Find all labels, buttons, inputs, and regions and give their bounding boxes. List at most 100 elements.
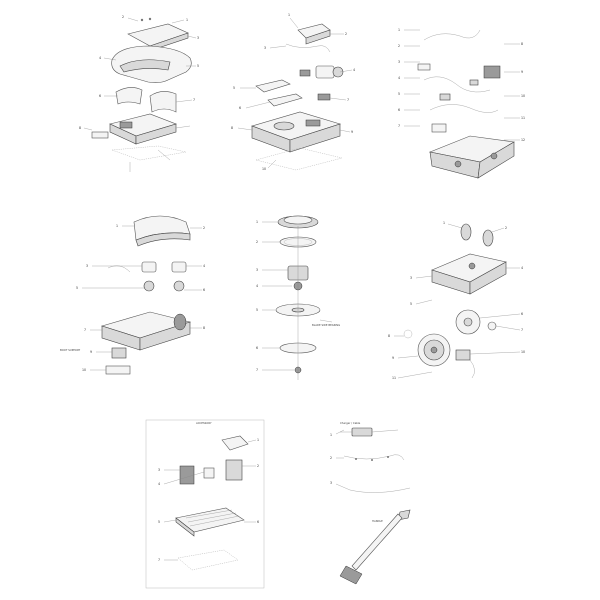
svg-text:4: 4 (398, 76, 400, 80)
svg-text:5: 5 (197, 64, 199, 68)
drive-motors-part (107, 261, 187, 292)
svg-text:2: 2 (203, 226, 205, 230)
svg-text:9: 9 (351, 130, 353, 134)
svg-text:2: 2 (257, 464, 259, 468)
cable-set-part (343, 454, 411, 493)
svg-text:6: 6 (398, 108, 400, 112)
svg-text:8: 8 (521, 42, 523, 46)
svg-text:5: 5 (410, 302, 412, 306)
panel-electronics-chassis: 12 34 56 78 910 (231, 13, 355, 171)
svg-text:10: 10 (521, 350, 525, 354)
svg-text:5: 5 (233, 86, 235, 90)
svg-text:4: 4 (158, 482, 160, 486)
panel-top-cover: 2 1 3 4 5 6 7 8 (79, 15, 199, 172)
front-bumper-part (115, 87, 177, 113)
svg-text:10: 10 (262, 167, 266, 171)
svg-text:6: 6 (99, 94, 101, 98)
svg-text:7: 7 (521, 328, 523, 332)
svg-text:1: 1 (116, 224, 118, 228)
svg-text:5: 5 (158, 520, 160, 524)
accessory-frame-title: ACCESSORY (196, 421, 212, 425)
svg-text:7: 7 (84, 328, 86, 332)
base-housing-part (91, 113, 177, 145)
svg-text:9: 9 (521, 70, 523, 74)
cable-harness-part (255, 79, 331, 107)
body-housing-part (431, 253, 507, 295)
base-shell-part (428, 123, 515, 179)
svg-text:6: 6 (256, 346, 258, 350)
svg-text:4: 4 (256, 284, 258, 288)
panel-blade-assembly: 1 2 3 4 5 6 7 BLADE SIDE BEARING (256, 215, 340, 380)
svg-text:2: 2 (330, 456, 332, 460)
svg-text:9: 9 (392, 356, 394, 360)
svg-text:7: 7 (193, 98, 195, 102)
dock-head-part (179, 435, 249, 485)
svg-text:1: 1 (256, 220, 258, 224)
svg-text:3: 3 (197, 36, 199, 40)
svg-text:8: 8 (231, 126, 233, 130)
handle-note: HANDLE (372, 519, 383, 523)
svg-text:11: 11 (521, 116, 525, 120)
svg-text:3: 3 (264, 46, 266, 50)
svg-text:10: 10 (521, 94, 525, 98)
svg-text:12: 12 (521, 138, 525, 142)
gear-motor-part (455, 349, 475, 379)
chassis-tray-part (251, 111, 342, 153)
svg-text:3: 3 (256, 268, 258, 272)
upper-bracket-part (285, 23, 331, 53)
svg-text:3: 3 (86, 264, 88, 268)
charger-adapter-part (340, 427, 399, 437)
accessory-frame (145, 419, 265, 589)
svg-text:5: 5 (256, 308, 258, 312)
svg-text:1: 1 (398, 28, 400, 32)
wire-loom-part (423, 29, 499, 113)
svg-text:3: 3 (330, 481, 332, 485)
top-shell-part (111, 45, 192, 83)
svg-text:4: 4 (203, 264, 205, 268)
svg-text:3: 3 (158, 468, 160, 472)
svg-text:6: 6 (239, 106, 241, 110)
blade-side-bearing-note: BLADE SIDE BEARING (312, 323, 340, 327)
svg-text:7: 7 (398, 124, 400, 128)
svg-text:2: 2 (398, 44, 400, 48)
svg-text:4: 4 (521, 266, 523, 270)
svg-text:1: 1 (186, 18, 188, 22)
svg-text:4: 4 (353, 68, 355, 72)
boot-support-part (100, 311, 192, 351)
svg-text:4: 4 (99, 56, 101, 60)
svg-text:2: 2 (505, 226, 507, 230)
svg-text:1: 1 (443, 221, 445, 225)
motor-module-part (299, 65, 344, 79)
svg-text:8: 8 (388, 334, 390, 338)
panel-wheel-drive: 1 2 3 4 5 6 7 8 9 10 11 (388, 221, 525, 380)
rear-wheel-large-part (403, 329, 451, 367)
pcb-board-part (417, 63, 501, 79)
rear-wheel-small-part (455, 309, 497, 335)
svg-text:9: 9 (90, 350, 92, 354)
svg-text:8: 8 (79, 126, 81, 130)
cover-cap-part (127, 17, 189, 51)
svg-text:5: 5 (398, 92, 400, 96)
panel-accessories: Charger / Cable HANDLE 12 3 (330, 421, 411, 585)
svg-text:1: 1 (288, 13, 290, 17)
svg-text:5: 5 (76, 286, 78, 290)
svg-text:6: 6 (203, 288, 205, 292)
svg-text:2: 2 (256, 240, 258, 244)
front-caster-wheels-part (460, 223, 494, 247)
svg-text:6: 6 (521, 312, 523, 316)
svg-text:1: 1 (330, 433, 332, 437)
svg-text:6: 6 (257, 520, 259, 524)
svg-text:3: 3 (410, 276, 412, 280)
boot-support-note: BOOT SUPPORT (60, 348, 81, 352)
svg-text:1: 1 (257, 438, 259, 442)
svg-text:7: 7 (256, 368, 258, 372)
svg-text:2: 2 (345, 32, 347, 36)
svg-text:2: 2 (122, 15, 124, 19)
svg-text:11: 11 (392, 376, 396, 380)
rear-housing-part (133, 215, 191, 247)
svg-text:8: 8 (203, 326, 205, 330)
